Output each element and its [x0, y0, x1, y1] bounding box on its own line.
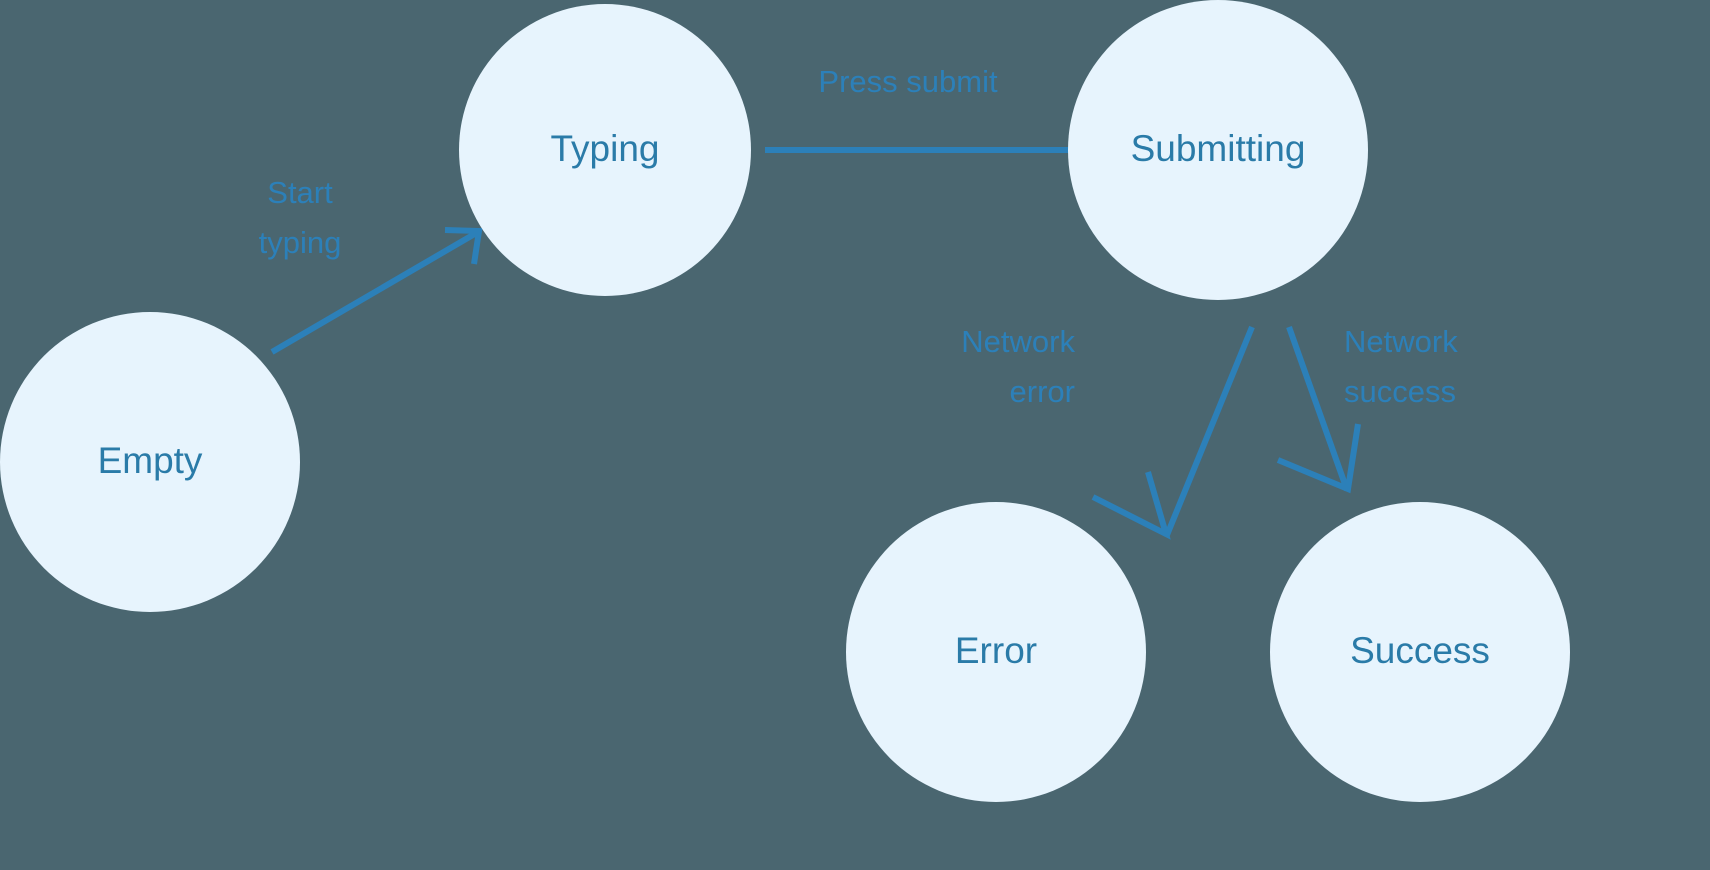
node-label: Success	[1350, 630, 1490, 671]
edge-label-line: error	[1010, 374, 1075, 409]
edge-submitting-to-error	[1091, 325, 1255, 540]
edge-label-line: typing	[259, 225, 342, 260]
node-circle[interactable]	[0, 312, 300, 612]
edge-label-line: Start	[267, 175, 333, 210]
edge-label-typing-to-submitting: Press submit	[818, 64, 998, 99]
arrowhead-icon	[444, 227, 483, 265]
edge-label-line: Network	[961, 324, 1075, 359]
node-circle[interactable]	[1068, 0, 1368, 300]
node-label: Typing	[550, 128, 659, 169]
state-node-error[interactable]: Error	[846, 502, 1146, 802]
edge-submitting-to-success	[1276, 325, 1361, 494]
edge-empty-to-typing	[270, 227, 483, 355]
edges-layer	[270, 121, 1361, 540]
edge-shaft	[1286, 325, 1350, 492]
node-circle[interactable]	[1270, 502, 1570, 802]
edge-label-empty-to-typing: Start typing	[259, 175, 342, 260]
node-label: Error	[955, 630, 1037, 671]
edge-shaft	[270, 229, 480, 355]
node-circle[interactable]	[846, 502, 1146, 802]
edge-label-submitting-to-success: Network success	[1344, 324, 1458, 409]
node-circle[interactable]	[459, 4, 751, 296]
state-node-typing[interactable]: Typing	[459, 4, 751, 296]
state-node-submitting[interactable]: Submitting	[1068, 0, 1368, 300]
arrowhead-icon	[1276, 423, 1361, 494]
state-node-empty[interactable]: Empty	[0, 312, 300, 612]
arrowhead-icon	[1091, 471, 1171, 540]
edge-label-line: Press submit	[818, 64, 998, 99]
node-label: Empty	[98, 440, 203, 481]
node-label: Submitting	[1131, 128, 1306, 169]
edge-label-line: Network	[1344, 324, 1458, 359]
state-node-success[interactable]: Success	[1270, 502, 1570, 802]
edge-shaft	[1164, 325, 1255, 537]
edge-label-line: success	[1344, 374, 1456, 409]
edge-label-submitting-to-error: Network error	[961, 324, 1075, 409]
